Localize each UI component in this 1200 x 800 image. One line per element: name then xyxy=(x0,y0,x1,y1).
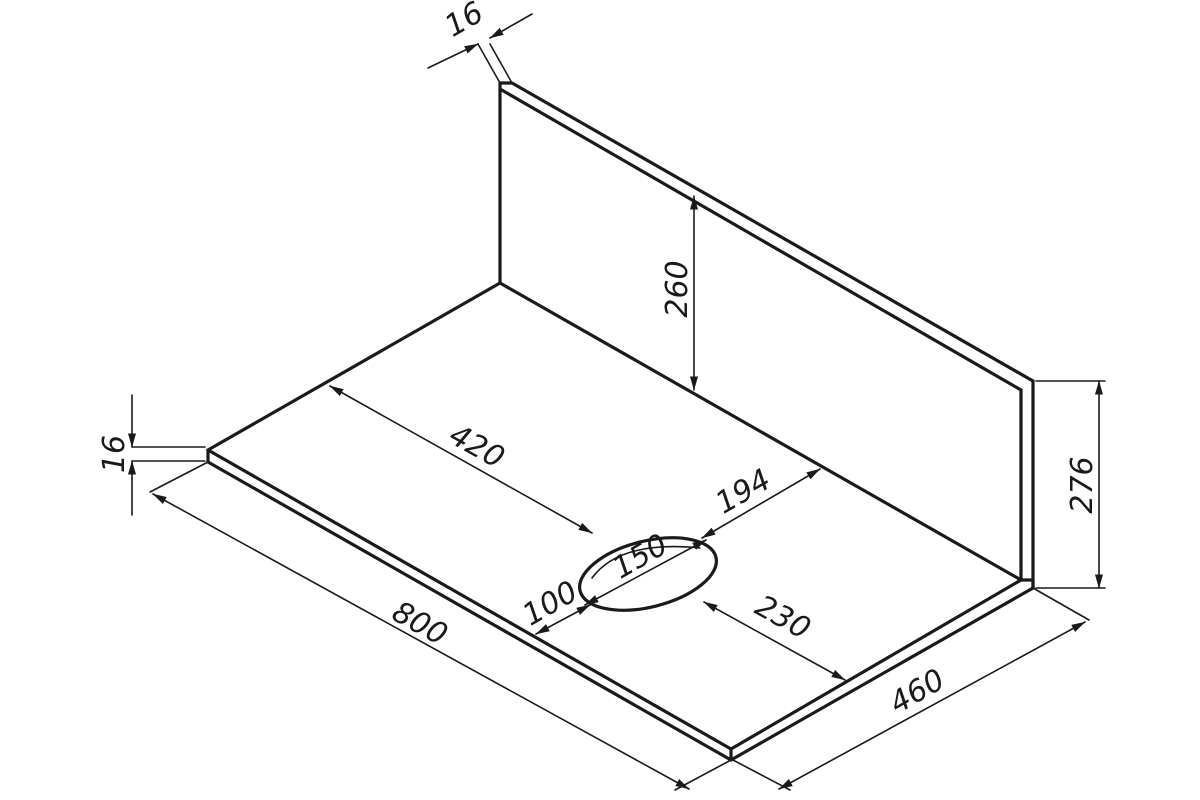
dim-text-194: 194 xyxy=(710,462,777,521)
back-panel xyxy=(498,81,1035,590)
dim-text-276: 276 xyxy=(1065,456,1100,513)
dim-text-460: 460 xyxy=(884,662,951,721)
dim-line-420 xyxy=(329,385,593,534)
dim-text-230: 230 xyxy=(749,589,816,647)
dim-text-150: 150 xyxy=(607,527,674,586)
dim-line-16-top-b xyxy=(489,13,533,39)
extension-lines xyxy=(131,43,1106,791)
dim-line-16-top xyxy=(427,43,479,69)
dim-text-420: 420 xyxy=(443,418,510,476)
dim-text-800: 800 xyxy=(386,595,453,653)
dim-line-194 xyxy=(701,468,821,539)
dimension-lines xyxy=(128,13,1103,790)
dim-line-800 xyxy=(152,493,690,790)
dim-text-16-top: 16 xyxy=(439,0,490,44)
dim-line-460 xyxy=(778,621,1086,790)
dim-text-260: 260 xyxy=(660,260,695,317)
dim-text-100: 100 xyxy=(517,574,584,633)
dim-text-16-left: 16 xyxy=(97,435,132,473)
